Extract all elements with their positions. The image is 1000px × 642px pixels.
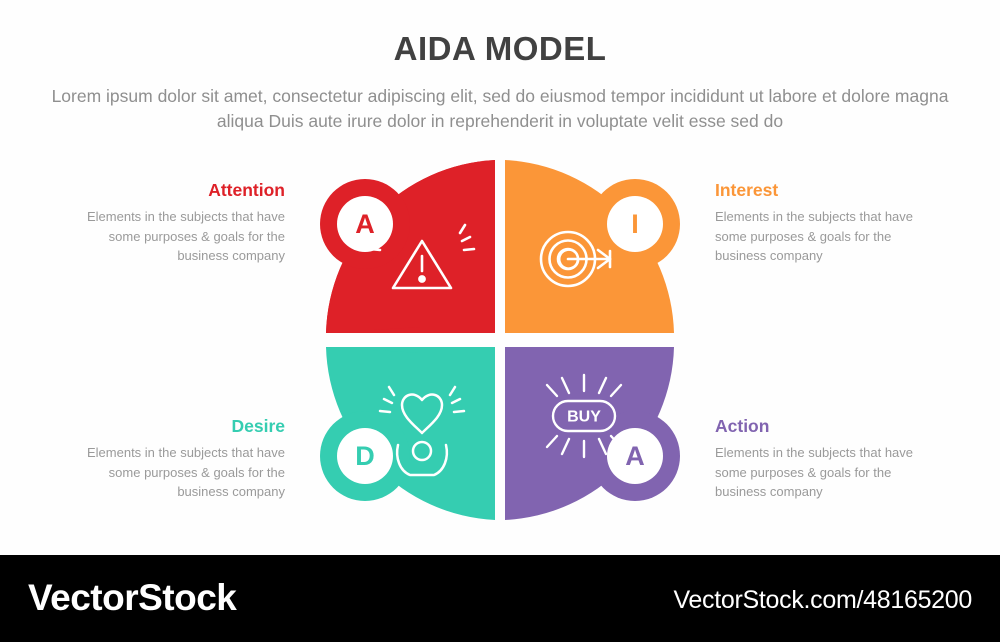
stage-title-interest: Interest: [715, 180, 779, 200]
desire-wedge-edge: [326, 347, 495, 353]
quadrant-attention[interactable]: A: [320, 160, 495, 333]
buy-button-icon: [545, 373, 623, 459]
action-badge-disc: [607, 428, 663, 484]
quadrant-interest[interactable]: I: [505, 160, 680, 333]
footer-bar: VectorStock VectorStock.com/48165200: [0, 555, 1000, 642]
attention-wedge-edge: [326, 327, 495, 333]
interest-wedge-edge: [505, 327, 674, 333]
brand-logo: VectorStock: [28, 577, 237, 618]
interest-badge-disc: [607, 196, 663, 252]
page-subtitle: Lorem ipsum dolor sit amet, consectetur …: [51, 86, 949, 131]
attention-badge-disc: [337, 196, 393, 252]
stage-text-attention: Attention Elements in the subjects that …: [85, 180, 285, 266]
aida-wheel-diagram: A I: [310, 155, 690, 525]
stage-description-interest: Elements in the subjects that have some …: [715, 209, 914, 263]
action-badge-letter: A: [625, 441, 645, 471]
desire-badge-letter: D: [355, 441, 375, 471]
quadrant-action[interactable]: A BUY: [505, 347, 680, 520]
buy-label: BUY: [567, 409, 601, 426]
action-wedge: [505, 347, 674, 520]
stage-description-action: Elements in the subjects that have some …: [715, 445, 914, 499]
quadrant-desire[interactable]: D: [320, 347, 495, 520]
stage-title-attention: Attention: [208, 180, 285, 200]
stage-description-attention: Elements in the subjects that have some …: [86, 209, 285, 263]
stage-text-action: Action Elements in the subjects that hav…: [715, 416, 915, 502]
attention-wedge-fill: [326, 160, 495, 333]
stage-title-desire: Desire: [231, 416, 285, 436]
stage-description-desire: Elements in the subjects that have some …: [86, 445, 285, 499]
interest-badge-letter: I: [631, 209, 639, 239]
action-wedge-edge: [505, 347, 674, 353]
stock-url: VectorStock.com/48165200: [673, 586, 972, 614]
stage-title-action: Action: [715, 416, 770, 436]
target-arrow-icon: [539, 230, 612, 288]
desire-badge-disc: [337, 428, 393, 484]
person-heart-icon: [378, 385, 466, 477]
attention-badge-letter: A: [355, 209, 375, 239]
warning-triangle-icon: [368, 223, 476, 290]
page-title: AIDA MODEL: [393, 30, 607, 67]
stage-text-desire: Desire Elements in the subjects that hav…: [85, 416, 285, 502]
slide-canvas: AIDA MODEL Lorem ipsum dolor sit amet, c…: [51, 30, 949, 525]
stage-text-interest: Interest Elements in the subjects that h…: [715, 180, 915, 266]
interest-wedge: [505, 160, 674, 333]
